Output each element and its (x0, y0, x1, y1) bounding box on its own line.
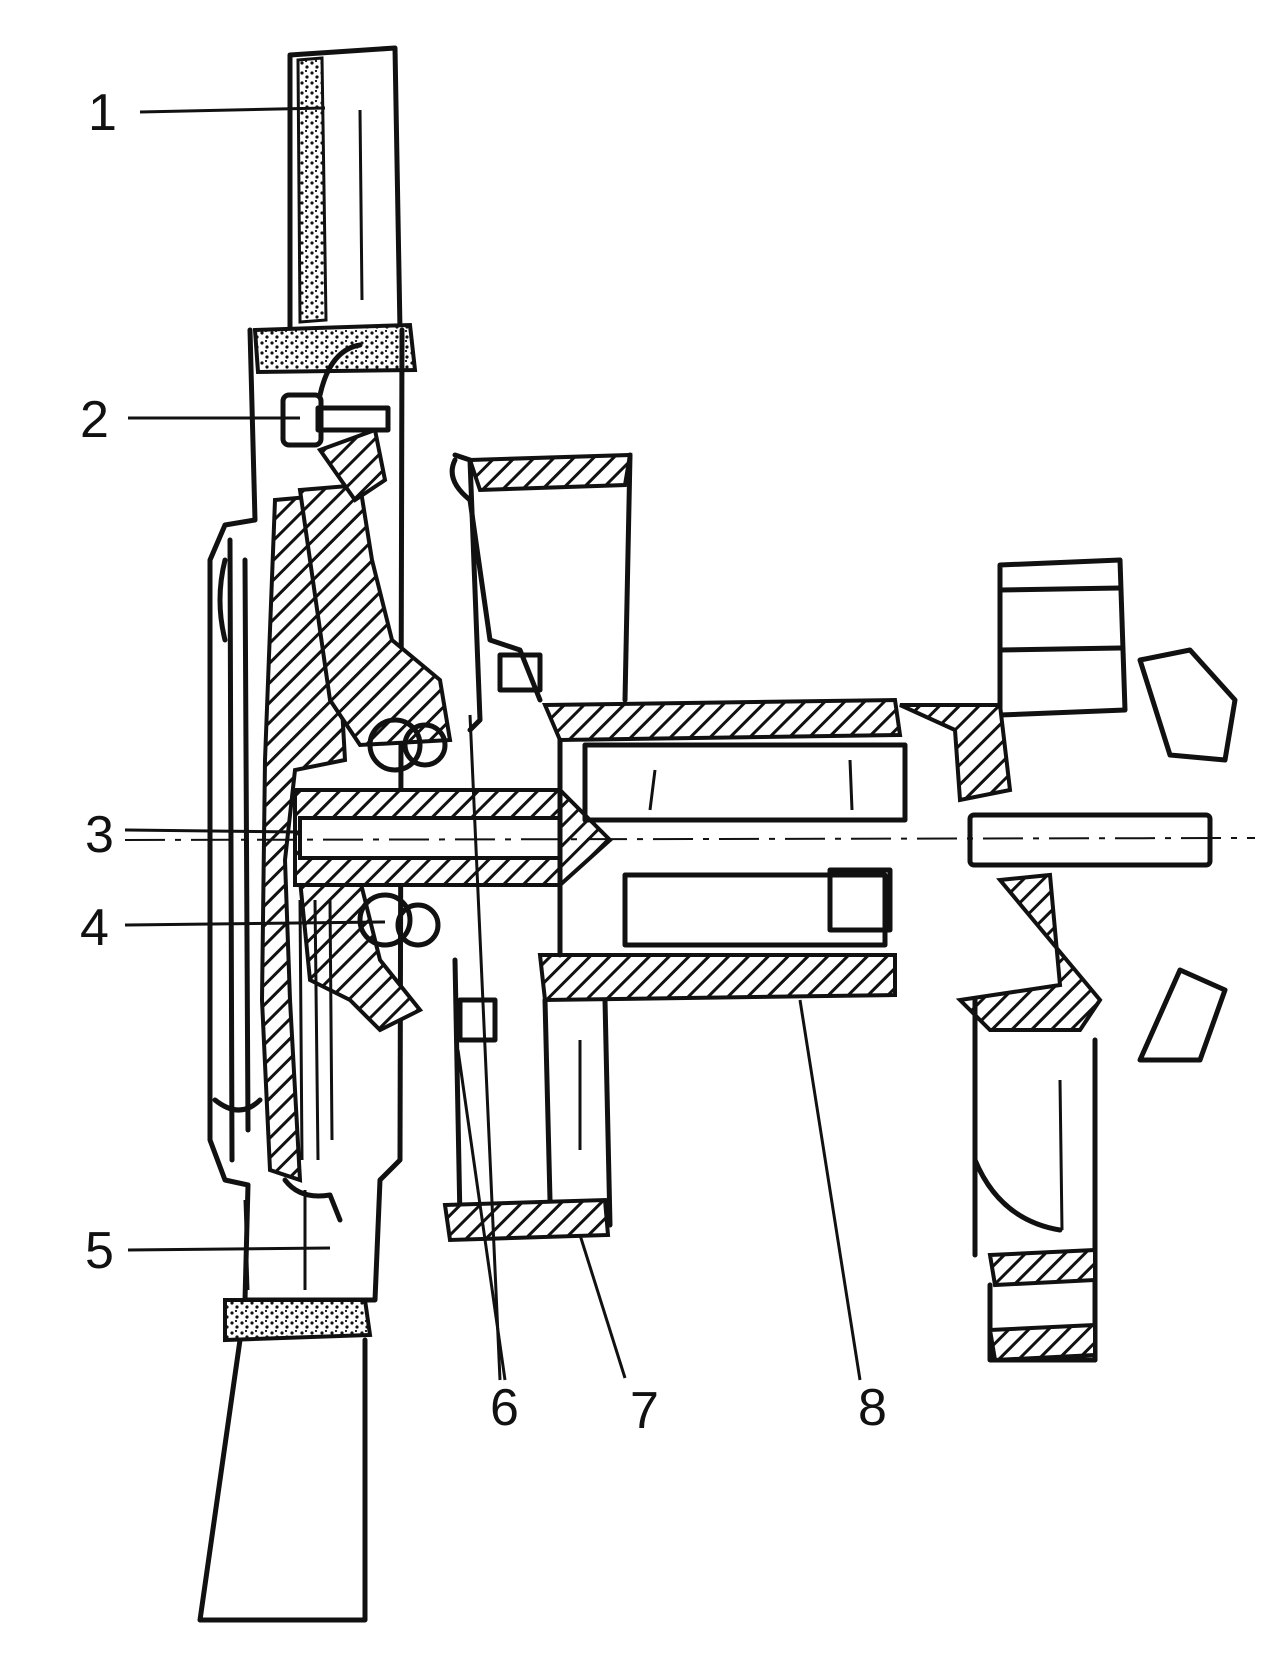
bearing-housing (537, 697, 908, 1003)
leader-1 (139, 106, 326, 114)
callout-8: 8 (858, 1379, 887, 1437)
leader-6b (456, 1049, 507, 1381)
lower-belt (197, 1190, 373, 1623)
callout-1: 1 (88, 84, 117, 142)
callout-labels: 1 2 3 4 5 6 7 8 (80, 84, 887, 1440)
leader-4 (124, 920, 386, 927)
central-shaft (124, 717, 1256, 948)
callout-6: 6 (490, 1379, 519, 1437)
upper-belt (252, 45, 418, 375)
leader-7 (578, 1234, 627, 1379)
callout-3: 3 (85, 806, 114, 864)
callout-4: 4 (80, 899, 109, 957)
pulley (442, 452, 633, 1243)
leader-3 (124, 828, 301, 834)
leader-5 (127, 1246, 331, 1252)
leader-8 (798, 999, 862, 1381)
callout-5: 5 (85, 1222, 114, 1280)
pulley-housing-left (207, 327, 405, 1303)
leader-6a (468, 714, 502, 1381)
callout-7: 7 (630, 1382, 659, 1440)
callout-2: 2 (80, 391, 109, 449)
mounting-bolt (280, 342, 391, 503)
impeller (899, 557, 1238, 1363)
hub-disc (259, 482, 453, 1223)
leader-lines (124, 106, 862, 1381)
